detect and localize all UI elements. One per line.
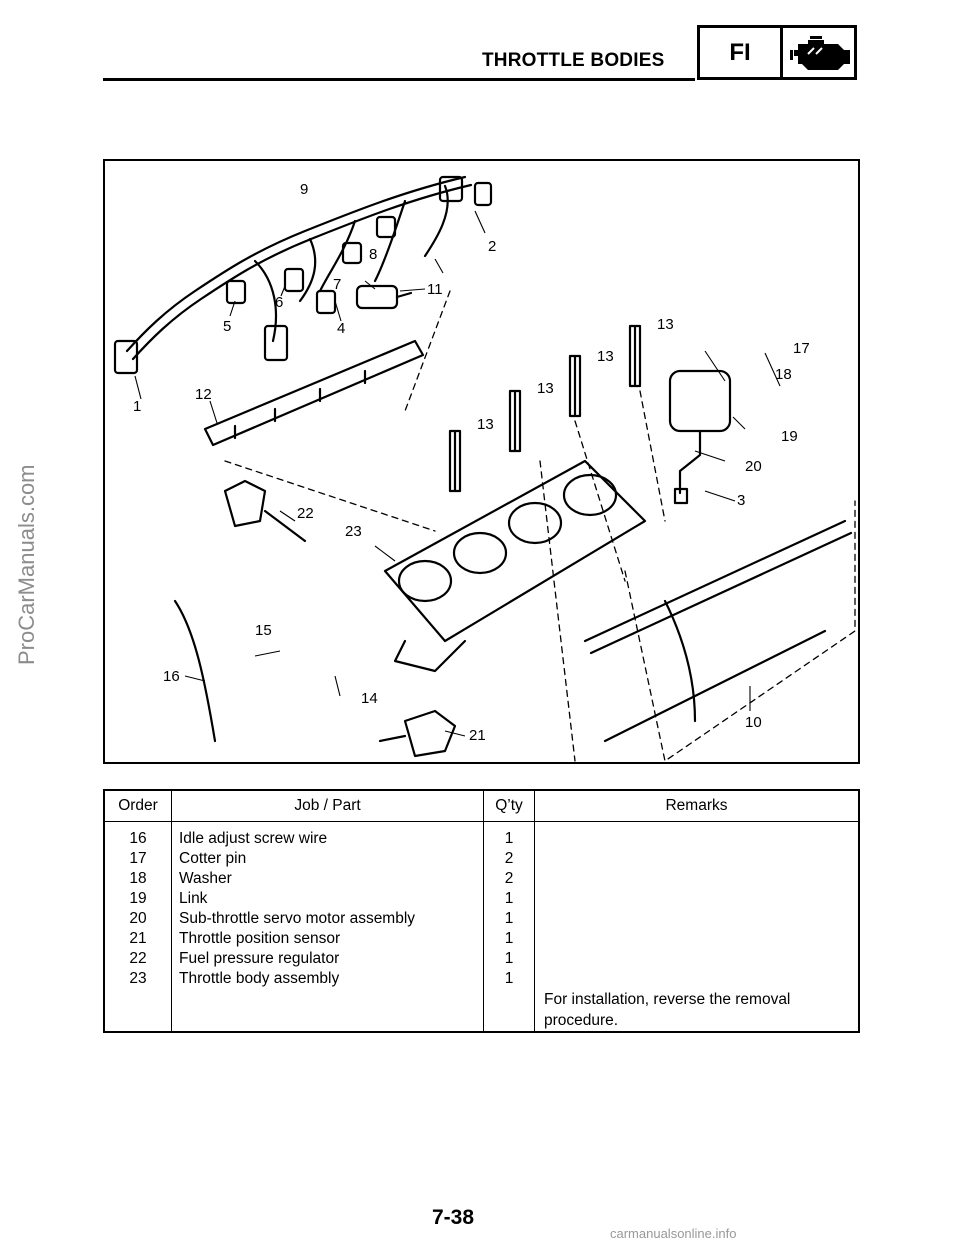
callout-1: 1 [133,398,141,415]
callout-14: 14 [361,690,378,707]
callout-18: 18 [775,366,792,383]
callout-2: 2 [488,238,496,255]
page-title: THROTTLE BODIES [482,50,665,71]
callout-4: 4 [337,320,345,337]
engine-icon [790,36,850,70]
job-part-cell: Cotter pin [179,850,247,867]
callout-5: 5 [223,318,231,335]
order-cell: 22 [129,950,147,967]
order-cell: 21 [129,930,147,947]
header-order: Order [104,790,172,822]
diagram-drawing: 1 2 3 4 5 6 7 8 9 10 11 12 13 13 13 13 1… [113,175,856,762]
qty-column: 1 2 2 1 1 1 1 1 [483,821,535,1032]
header-job-part: Job / Part [171,790,484,822]
callout-22: 22 [297,505,314,522]
order-cell: 18 [129,870,147,887]
order-cell: 16 [129,830,147,847]
callout-11: 11 [427,281,443,298]
callout-13b: 13 [537,380,554,397]
remarks-text: For installation, reverse the removal pr… [544,991,791,1029]
callout-7: 7 [333,276,341,293]
callout-10: 10 [745,714,762,731]
bottom-watermark: carmanualsonline.info [610,1226,737,1241]
callout-9: 9 [300,181,308,198]
callout-20: 20 [745,458,762,475]
job-part-cell: Fuel pressure regulator [179,950,340,967]
callout-8: 8 [369,246,377,263]
table-body-row: 16 17 18 19 20 21 22 23 Idle adjust scre… [104,821,860,1033]
job-part-cell: Idle adjust screw wire [179,830,328,847]
callout-3: 3 [737,492,745,509]
order-cell: 23 [129,970,147,987]
qty-cell: 1 [504,830,514,847]
section-tab: FI [697,25,857,80]
callout-13a: 13 [477,416,494,433]
order-cell: 19 [129,890,147,907]
header-remarks: Remarks [534,790,859,822]
qty-cell: 1 [504,970,514,987]
header-qty: Q’ty [483,790,535,822]
qty-cell: 1 [504,910,514,927]
order-column: 16 17 18 19 20 21 22 23 [104,821,172,1032]
callout-23: 23 [345,523,362,540]
qty-cell: 2 [504,870,514,887]
callout-19: 19 [781,428,798,445]
page-number: 7-38 [432,1206,475,1229]
exploded-diagram: 1 2 3 4 5 6 7 8 9 10 11 12 13 13 13 13 1… [103,159,860,764]
job-part-cell: Link [179,890,208,907]
qty-cell: 2 [504,850,514,867]
callout-13c: 13 [597,348,614,365]
callout-16: 16 [163,668,180,685]
order-cell: 17 [129,850,147,867]
callout-13d: 13 [657,316,674,333]
order-cell: 20 [129,910,147,927]
job-part-cell: Throttle body assembly [179,970,340,987]
callout-21: 21 [469,727,486,744]
section-tab-divider [780,28,783,77]
callout-17: 17 [793,340,810,357]
qty-cell: 1 [504,950,514,967]
job-part-cell: Washer [179,870,232,887]
job-part-cell: Sub-throttle servo motor assembly [179,910,416,927]
qty-cell: 1 [504,890,514,907]
header-rule [103,78,695,81]
qty-cell: 1 [504,930,514,947]
job-part-column: Idle adjust screw wire Cotter pin Washer… [171,821,484,1032]
job-part-cell: Throttle position sensor [179,930,341,947]
table-header-row: Order Job / Part Q’ty Remarks [104,790,859,822]
section-code: FI [729,38,751,66]
parts-table: Order Job / Part Q’ty Remarks 16 17 18 1… [103,789,860,1033]
callout-12: 12 [195,386,212,403]
remarks-column: For installation, reverse the removal pr… [535,822,860,1033]
callout-6: 6 [275,294,283,311]
callout-15: 15 [255,622,272,639]
